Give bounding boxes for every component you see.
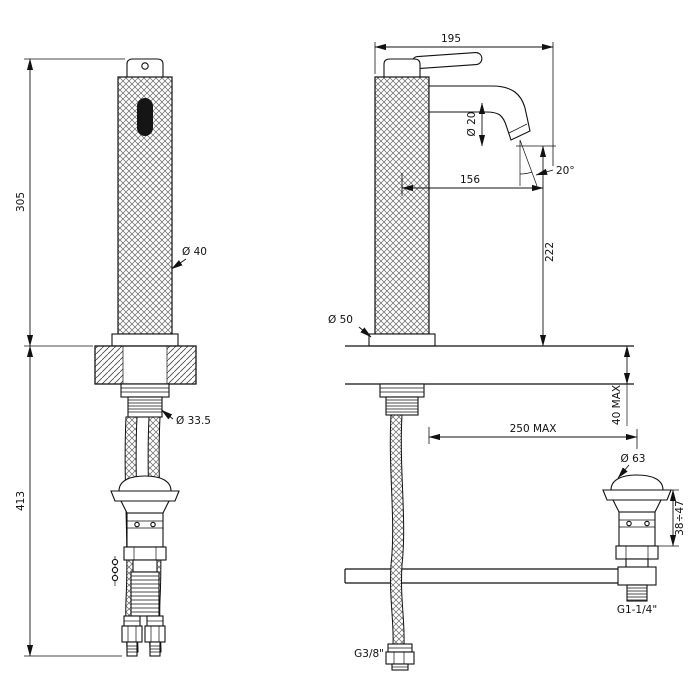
- dim-label-clamping-range: 38÷47: [674, 500, 686, 536]
- mounting-hardware-front: [120, 383, 170, 418]
- faucet-side: [368, 51, 531, 347]
- drain-flange-front: [110, 490, 180, 502]
- hose-nut-right: [144, 625, 166, 643]
- popup-drain-side: [602, 474, 672, 602]
- handle-slot: [137, 98, 153, 136]
- locknut-side: [379, 383, 425, 398]
- cap-screw-icon: [141, 62, 149, 70]
- dim-label-shank-diameter: Ø 33.5: [176, 415, 211, 427]
- dim-label-stream-angle: 20°: [556, 165, 575, 177]
- dim-label-height-413: 413: [15, 491, 27, 511]
- dim-label-drain-flange-diameter: Ø 63: [621, 453, 646, 465]
- drain-threaded-outlet: [626, 584, 648, 602]
- overflow-hole-icon: [134, 521, 140, 528]
- side-view: 195 Ø 20 156 222 20° Ø 50 40 MAX 250 MAX…: [328, 33, 686, 671]
- dim-label-reach-195: 195: [441, 33, 461, 45]
- dim-label-spout-diameter: Ø 20: [466, 112, 478, 137]
- dim-label-hose-thread: G3/8": [354, 648, 384, 660]
- drain-flange-side: [602, 489, 672, 501]
- pipe-tee-fitting: [617, 566, 657, 586]
- faucet-front: [111, 58, 179, 347]
- dim-label-body-diameter: Ø 40: [182, 246, 207, 258]
- dim-label-base-diameter: Ø 50: [328, 314, 353, 326]
- faucet-cap-side: [383, 58, 421, 78]
- mounting-hardware-side: [379, 383, 425, 416]
- locknut-front: [120, 383, 170, 398]
- deck-hatch-right: [167, 346, 196, 384]
- drain-body-front: [126, 512, 164, 548]
- overflow-hole-icon: [626, 520, 632, 527]
- waste-pipe-side: [344, 568, 618, 584]
- dim-label-deck-thickness: 40 MAX: [611, 385, 623, 425]
- dim-label-drain-thread: G1-1/4": [617, 604, 657, 616]
- drain-nut-side: [615, 545, 659, 560]
- deck-lines: [345, 345, 634, 385]
- deck-hatch-left: [95, 346, 123, 384]
- spout: [428, 85, 531, 141]
- supply-hose-side: [385, 414, 415, 671]
- aerator-line: [508, 123, 528, 134]
- hose-nut-side: [385, 651, 415, 665]
- deck-section-side: [345, 345, 634, 385]
- hose-fittings-front: [121, 615, 166, 657]
- stream-angle-arc: [519, 171, 533, 175]
- drain-tailpiece-front: [130, 571, 160, 617]
- popup-drain-front: [110, 475, 180, 617]
- base-flange-front: [111, 333, 179, 347]
- deck-section-front: [94, 345, 197, 385]
- knurled-body-side: [374, 76, 430, 335]
- dim-label-reach-156: 156: [460, 174, 480, 186]
- handle-lever: [411, 51, 483, 70]
- dim-label-height-222: 222: [544, 242, 556, 262]
- hose-nut-left: [121, 625, 143, 643]
- overflow-hole-icon: [644, 520, 650, 527]
- drain-dome-side: [610, 474, 664, 491]
- supply-hose: [389, 414, 405, 646]
- front-view: 305 413 Ø 40 Ø 33.5: [15, 58, 211, 657]
- dimensions-side: 195 Ø 20 156 222 20° Ø 50 40 MAX 250 MAX…: [328, 33, 686, 660]
- base-flange-side: [368, 333, 436, 347]
- dim-label-drain-offset: 250 MAX: [510, 423, 557, 435]
- drain-nut-front: [123, 546, 167, 561]
- stream-angle-rays: [519, 139, 538, 187]
- dim-label-height-305: 305: [15, 192, 27, 212]
- dimensions-front: 305 413 Ø 40 Ø 33.5: [15, 58, 211, 657]
- overflow-hole-icon: [150, 521, 156, 528]
- drain-body-side: [618, 511, 656, 547]
- drain-dome-front: [118, 475, 172, 492]
